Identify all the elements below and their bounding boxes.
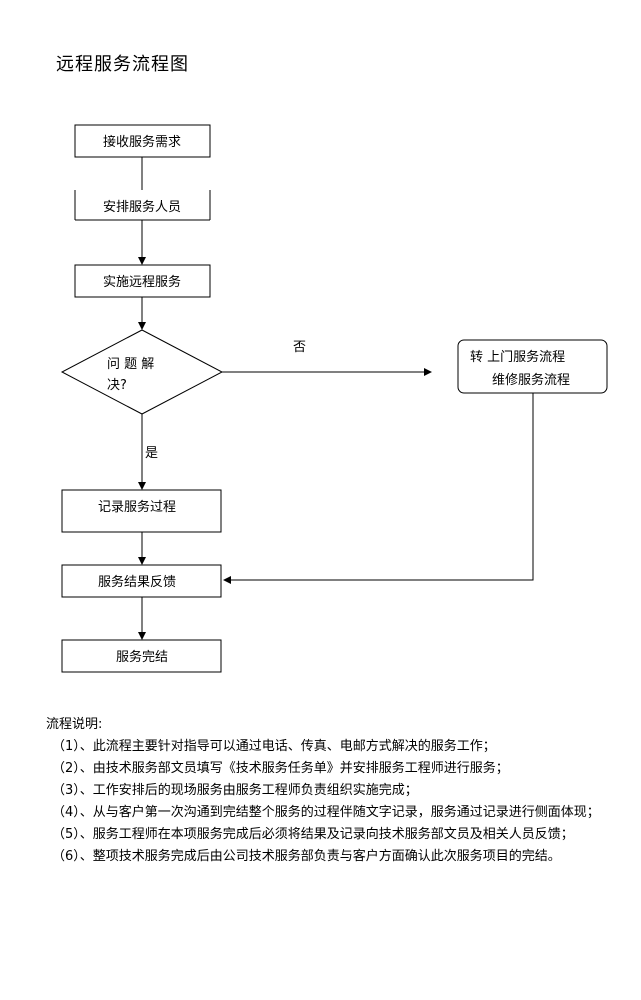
- notes-item: （2）、由技术服务部文员填写《技术服务任务单》并安排服务工程师进行服务；: [52, 761, 509, 776]
- notes-item: （3）、工作安排后的现场服务由服务工程师负责组织实施完成；: [52, 783, 418, 798]
- step-arrange-label: 安排服务人员: [103, 199, 181, 215]
- notes-item: （4）、从与客户第一次沟通到完结整个服务的过程伴随文字记录，服务通过记录进行侧面…: [52, 805, 600, 820]
- decision-diamond: 问 题 解 决?: [60, 329, 224, 415]
- notes-item: （6）、整项技术服务完成后由公司技术服务部负责与客户方面确认此次服务项目的完结。: [52, 849, 561, 864]
- step-done-box: 服务完结: [61, 639, 222, 673]
- step-remote-box: 实施远程服务: [74, 264, 211, 298]
- onsite-label-line2: 维修服务流程: [492, 372, 570, 388]
- step-receive-box: 接收服务需求: [74, 124, 211, 158]
- no-branch-label: 否: [293, 340, 306, 355]
- step-remote-label: 实施远程服务: [103, 274, 181, 290]
- notes-item: （5）、服务工程师在本项服务完成后必须将结果及记录向技术服务部文员及相关人员反馈…: [52, 827, 574, 842]
- process-notes: 流程说明: （1）、此流程主要针对指导可以通过电话、传真、电邮方式解决的服务工作…: [24, 714, 614, 868]
- step-done-label: 服务完结: [116, 649, 168, 665]
- flowchart: 接收服务需求 安排服务人员 实施远程服务 问 题 解 决? 否 转 上门服务流程…: [60, 124, 608, 673]
- yes-branch-label: 是: [145, 446, 158, 461]
- step-feedback-label: 服务结果反馈: [98, 574, 176, 590]
- step-feedback-box: 服务结果反馈: [61, 564, 222, 598]
- step-record-box: 记录服务过程: [61, 489, 222, 533]
- decision-label-line1: 问 题 解: [107, 357, 154, 372]
- notes-item: （1）、此流程主要针对指导可以通过电话、传真、电邮方式解决的服务工作；: [52, 739, 496, 754]
- onsite-label-line1: 转 上门服务流程: [470, 349, 565, 365]
- notes-heading: 流程说明:: [46, 717, 103, 732]
- decision-label-line2: 决?: [107, 378, 127, 393]
- step-record-label: 记录服务过程: [98, 499, 176, 515]
- onsite-service-box: 转 上门服务流程 维修服务流程: [457, 339, 608, 394]
- arrow-onsite-feedback: [223, 393, 534, 584]
- step-receive-label: 接收服务需求: [103, 134, 181, 150]
- step-arrange-box: 安排服务人员: [74, 190, 211, 221]
- page-title: 远程服务流程图: [56, 54, 189, 75]
